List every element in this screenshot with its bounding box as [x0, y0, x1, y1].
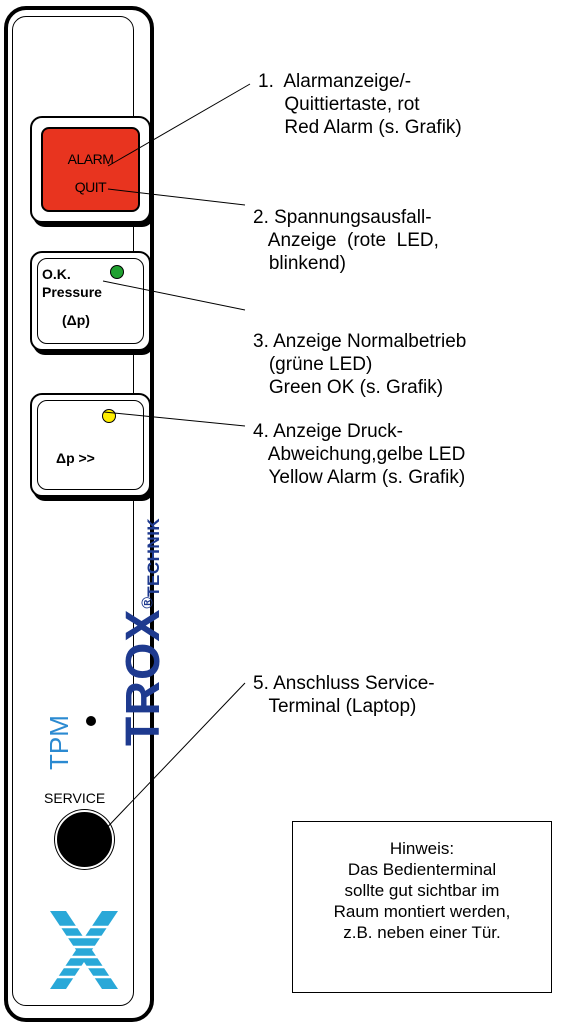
callout-2-line-1: 2. Spannungsausfall- [253, 207, 432, 228]
service-label: SERVICE [44, 790, 106, 806]
callout-4-line-3: Yellow Alarm (s. Grafik) [253, 467, 466, 488]
leader-line-3 [102, 280, 246, 311]
callout-4-line-1: 4. Anzeige Druck- [253, 421, 403, 442]
delta-p-button[interactable]: Δp >> [30, 393, 151, 497]
callout-2: 2. Spannungsausfall- Anzeige (rote LED, … [253, 206, 439, 275]
callout-1-line-2: Quittiertaste, rot [258, 94, 420, 115]
callout-5-line-1: 5. Anschluss Service- [253, 673, 435, 694]
callout-3-line-3: Green OK (s. Grafik) [253, 377, 444, 398]
hint-title: Hinweis: [389, 839, 455, 858]
callout-1: 1. Alarmanzeige/- Quittiertaste, rot Red… [258, 70, 462, 139]
callout-5-line-2: Terminal (Laptop) [253, 696, 417, 717]
alarm-label: ALARM [67, 151, 114, 167]
trox-x-logo-icon [44, 911, 124, 989]
quit-label: QUIT [74, 179, 107, 195]
callout-2-line-3: blinkend) [253, 253, 346, 274]
delta-p-label: (Δp) [62, 312, 90, 328]
leader-line-2 [107, 188, 246, 206]
callout-3: 3. Anzeige Normalbetrieb (grüne LED) Gre… [253, 330, 466, 399]
hint-line-2: sollte gut sichtbar im [344, 881, 500, 900]
callout-1-line-1: 1. Alarmanzeige/- [258, 71, 412, 92]
pressure-label: Pressure [42, 284, 102, 300]
leader-line-5 [96, 682, 246, 839]
alarm-quit-button-face: ALARM QUIT [41, 127, 140, 212]
alarm-quit-button[interactable]: ALARM QUIT [30, 116, 151, 223]
ok-pressure-button[interactable]: O.K. Pressure (Δp) [30, 251, 151, 351]
ok-label: O.K. [42, 266, 71, 282]
device-panel-inner [12, 16, 134, 1006]
delta-p-arrows-label: Δp >> [56, 450, 95, 466]
hint-box: Hinweis: Das Bedienterminal sollte gut s… [292, 821, 552, 993]
callout-3-line-1: 3. Anzeige Normalbetrieb [253, 331, 467, 352]
callout-2-line-2: Anzeige (rote LED, [253, 230, 439, 251]
callout-5: 5. Anschluss Service- Terminal (Laptop) [253, 672, 435, 718]
callout-1-line-3: Red Alarm (s. Grafik) [258, 117, 462, 138]
hint-line-4: z.B. neben einer Tür. [343, 923, 501, 942]
callout-3-line-2: (grüne LED) [253, 354, 373, 375]
leader-line-1 [107, 83, 251, 167]
service-port[interactable] [57, 812, 112, 867]
status-dot-icon [86, 716, 96, 726]
hint-line-1: Das Bedienterminal [347, 860, 497, 879]
leader-line-4 [103, 411, 246, 427]
delta-p-button-face: Δp >> [37, 400, 144, 490]
hint-line-3: Raum montiert werden, [333, 902, 511, 921]
callout-4-line-2: Abweichung,gelbe LED [253, 444, 466, 465]
ok-pressure-button-face: O.K. Pressure (Δp) [37, 258, 144, 344]
green-led-icon [110, 265, 124, 279]
callout-4: 4. Anzeige Druck- Abweichung,gelbe LED Y… [253, 420, 465, 489]
